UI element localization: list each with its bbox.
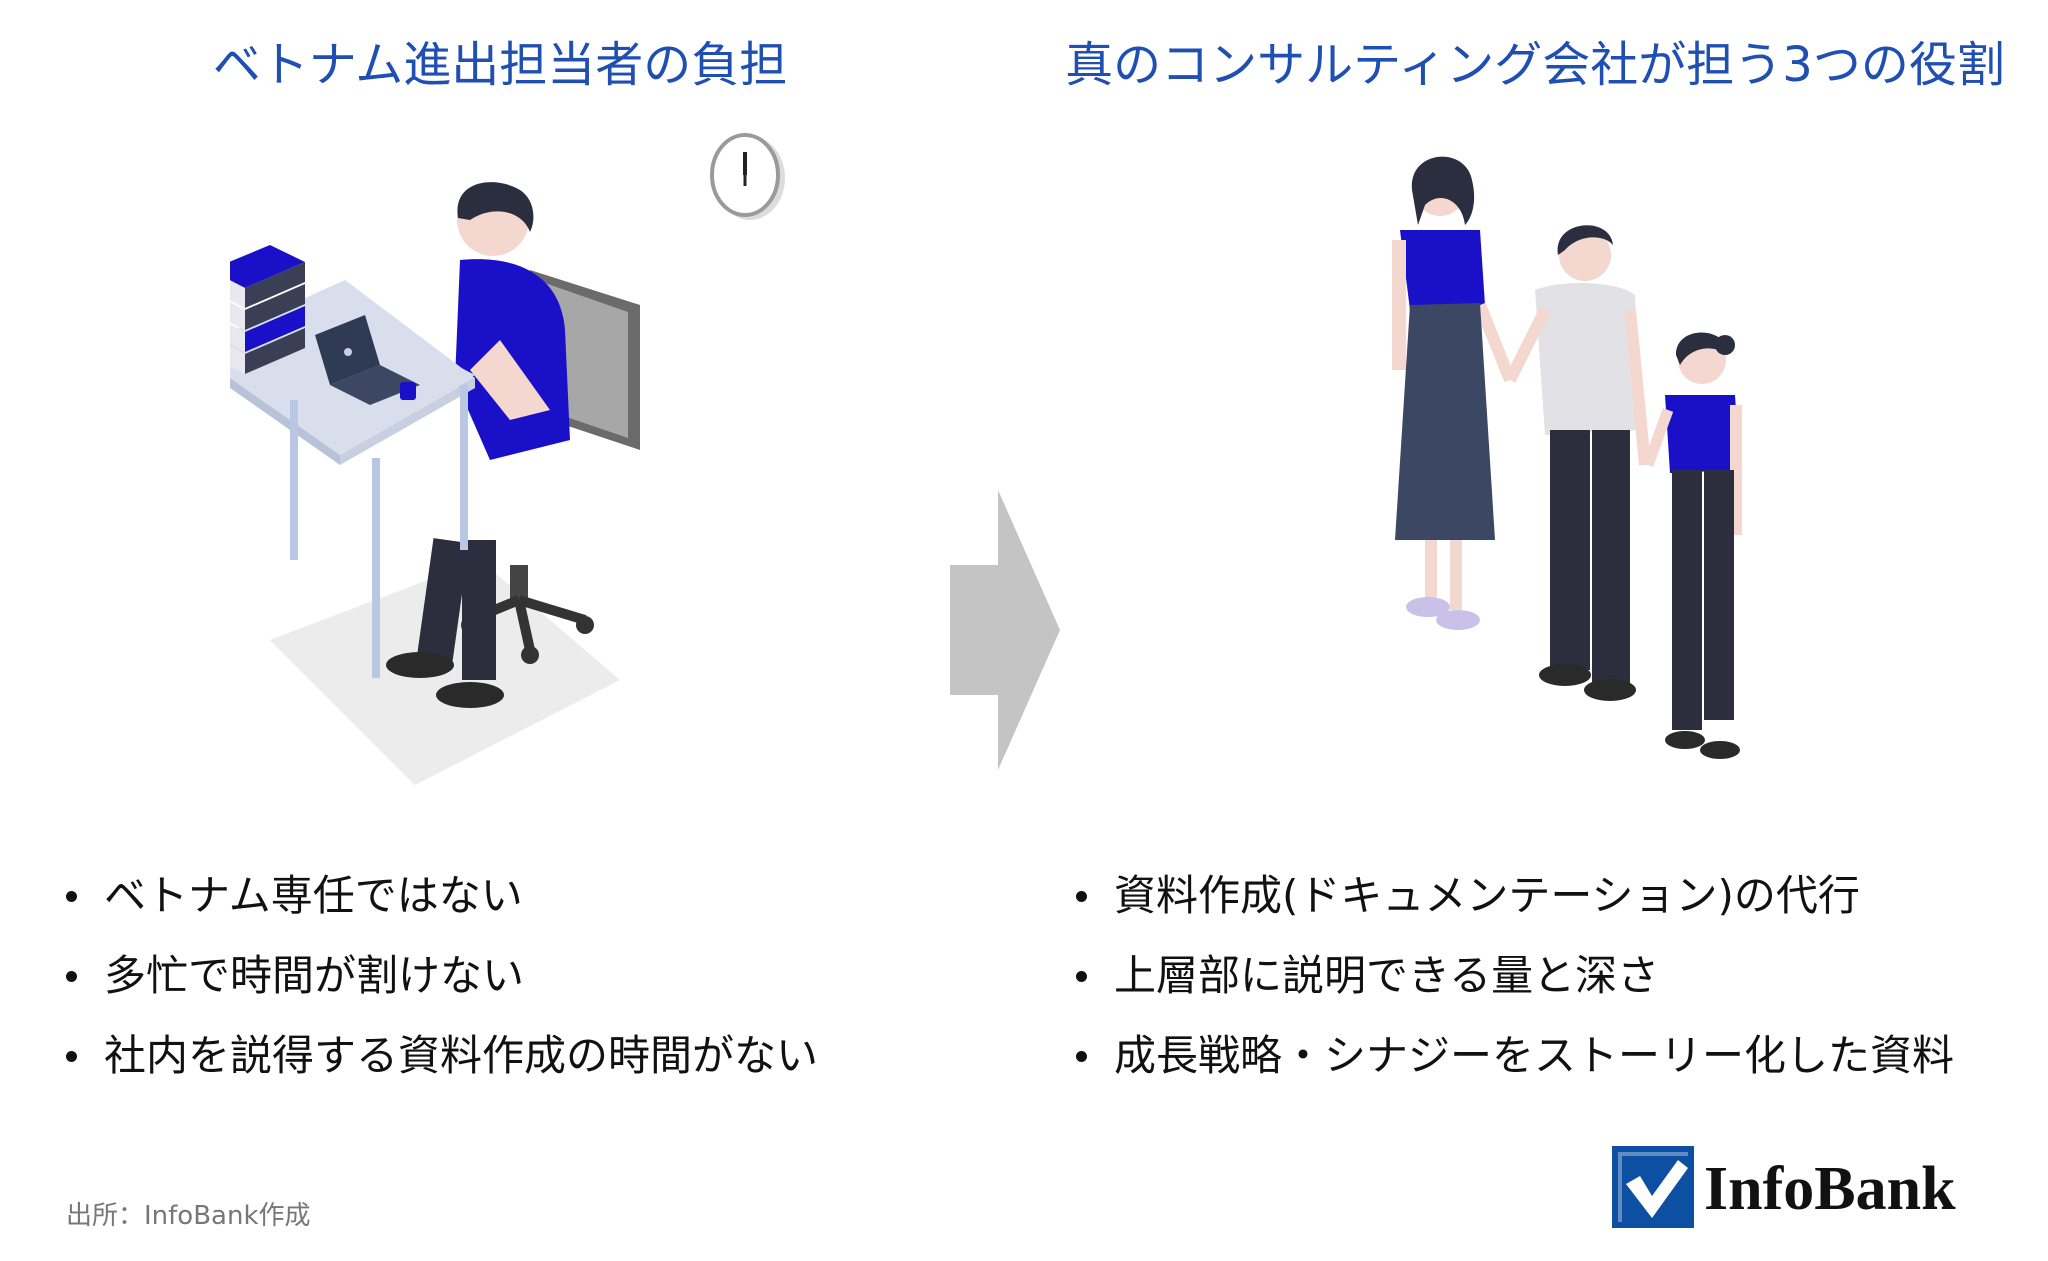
three-people-holding-hands-illustration xyxy=(1392,156,1742,759)
man-middle-figure xyxy=(1504,225,1651,701)
bullet-icon xyxy=(1076,891,1087,902)
list-item-text: 成長戦略・シナジーをストーリー化した資料 xyxy=(1114,1031,1955,1080)
binder-stack-icon xyxy=(230,245,305,374)
right-heading: 真のコンサルティング会社が担う3つの役割 xyxy=(1065,37,2005,93)
list-item: ベトナム専任ではない xyxy=(62,856,818,936)
list-item: 社内を説得する資料作成の時間がない xyxy=(62,1016,818,1096)
person-at-desk-illustration xyxy=(230,133,785,785)
bullet-icon xyxy=(66,971,77,982)
list-item: 多忙で時間が割けない xyxy=(62,936,818,1016)
left-bullet-list: ベトナム専任ではない 多忙で時間が割けない 社内を説得する資料作成の時間がない xyxy=(62,856,818,1096)
source-note: 出所：InfoBank作成 xyxy=(66,1201,311,1231)
right-arrow-icon xyxy=(950,490,1060,770)
list-item-text: 上層部に説明できる量と深さ xyxy=(1114,951,1660,1000)
list-item: 資料作成(ドキュメンテーション)の代行 xyxy=(1072,856,1954,936)
bullet-icon xyxy=(1076,1051,1087,1062)
list-item-text: 資料作成(ドキュメンテーション)の代行 xyxy=(1114,871,1860,920)
bullet-icon xyxy=(66,1051,77,1062)
list-item-text: 社内を説得する資料作成の時間がない xyxy=(104,1031,819,1080)
checkmark-logo-icon xyxy=(1612,1146,1694,1228)
woman-right-figure xyxy=(1642,332,1742,759)
right-bullet-list: 資料作成(ドキュメンテーション)の代行 上層部に説明できる量と深さ 成長戦略・シ… xyxy=(1072,856,1954,1096)
bullet-icon xyxy=(1076,971,1087,982)
left-heading: ベトナム進出担当者の負担 xyxy=(212,37,788,93)
list-item-text: 多忙で時間が割けない xyxy=(104,951,525,1000)
woman-left-figure xyxy=(1392,156,1516,630)
list-item-text: ベトナム専任ではない xyxy=(104,871,523,920)
list-item: 成長戦略・シナジーをストーリー化した資料 xyxy=(1072,1016,1954,1096)
logo-text: InfoBank xyxy=(1704,1155,1956,1223)
bullet-icon xyxy=(66,891,77,902)
clock-icon xyxy=(710,133,785,220)
list-item: 上層部に説明できる量と深さ xyxy=(1072,936,1954,1016)
infobank-logo: InfoBank xyxy=(1612,1146,2032,1228)
